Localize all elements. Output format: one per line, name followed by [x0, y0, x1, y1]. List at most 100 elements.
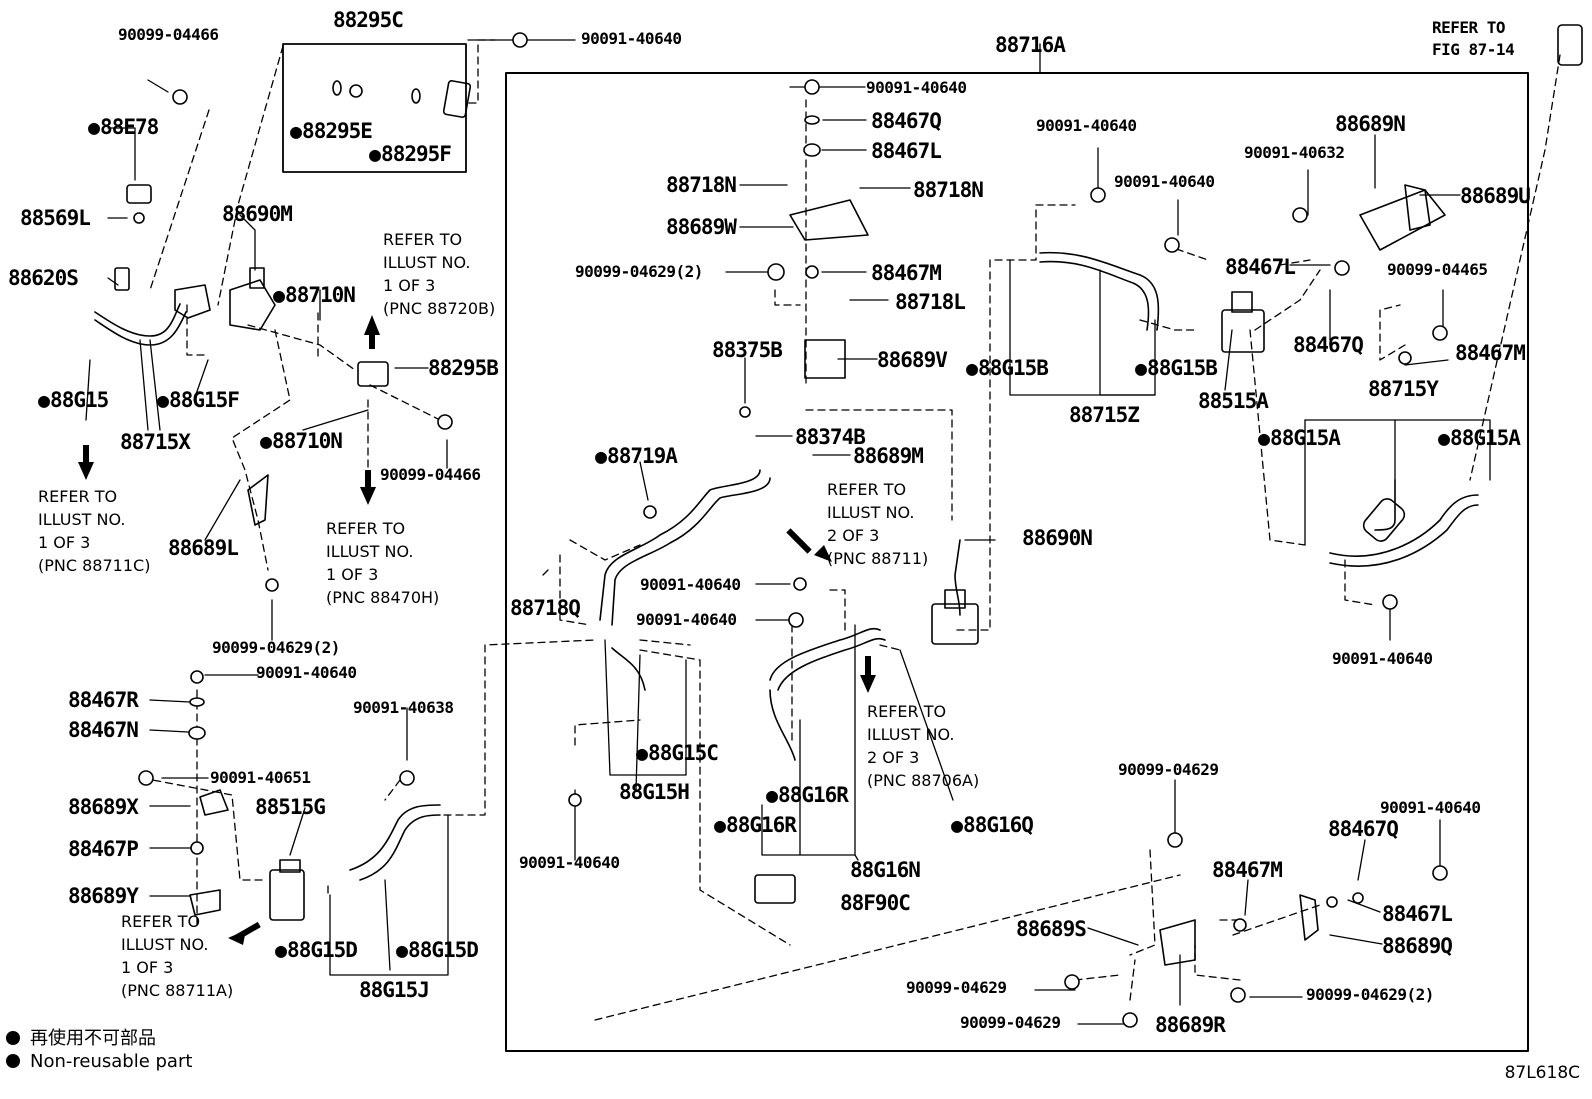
part-label[interactable]: 88374B: [795, 425, 866, 449]
part-label[interactable]: 90091-40640: [1380, 798, 1481, 817]
part-label[interactable]: 88689S: [1016, 917, 1087, 941]
part-label[interactable]: 88689X: [68, 795, 139, 819]
part-label[interactable]: 88G15H: [619, 780, 690, 804]
part-label[interactable]: 88569L: [20, 206, 91, 230]
part-label[interactable]: 88467M: [1212, 858, 1283, 882]
part-label[interactable]: 88689R: [1155, 1013, 1226, 1037]
part-label[interactable]: 88690M: [222, 202, 293, 226]
part-label[interactable]: 90091-40640: [1332, 649, 1433, 668]
part-label[interactable]: 88467Q: [1293, 333, 1364, 357]
part-label[interactable]: 88G16Q: [951, 815, 1034, 836]
part-label[interactable]: 88G15J: [359, 978, 430, 1002]
refer-note-88711a[interactable]: REFER TO ILLUST NO. 1 OF 3 (PNC 88711A): [121, 910, 233, 1002]
part-label[interactable]: 88718L: [895, 290, 966, 314]
part-label[interactable]: 88710N: [273, 285, 356, 306]
refer-note-line: 1 OF 3: [326, 565, 379, 584]
part-label[interactable]: 88710N: [260, 431, 343, 452]
part-label[interactable]: 90099-04629(2): [212, 638, 340, 657]
part-label[interactable]: 90091-40640: [636, 610, 737, 629]
part-label[interactable]: 88689N: [1335, 112, 1406, 136]
part-label[interactable]: 88689Q: [1382, 934, 1453, 958]
refer-note-88711[interactable]: REFER TO ILLUST NO. 2 OF 3 (PNC 88711): [827, 478, 928, 570]
part-label[interactable]: 88E78: [88, 117, 159, 138]
part-label[interactable]: 88G16R: [766, 785, 849, 806]
part-label[interactable]: 88467Q: [871, 109, 942, 133]
part-label[interactable]: 88G15: [38, 390, 109, 411]
part-label[interactable]: 88620S: [8, 266, 79, 290]
part-label[interactable]: 88690N: [1022, 526, 1093, 550]
part-label[interactable]: 90099-04629: [960, 1013, 1061, 1032]
part-label[interactable]: 88515A: [1198, 389, 1269, 413]
part-label[interactable]: 90091-40638: [353, 698, 454, 717]
part-label[interactable]: 88295E: [290, 121, 373, 142]
part-label[interactable]: 88467N: [68, 718, 139, 742]
part-label[interactable]: 88689U: [1460, 184, 1531, 208]
part-label[interactable]: 90091-40640: [256, 663, 357, 682]
part-label[interactable]: 88715X: [120, 430, 191, 454]
part-label[interactable]: 88689Y: [68, 884, 139, 908]
refer-note-line: REFER TO: [121, 912, 201, 931]
part-label[interactable]: 88G15A: [1438, 428, 1521, 449]
part-label[interactable]: 90099-04466: [118, 25, 219, 44]
part-label[interactable]: 90091-40640: [581, 29, 682, 48]
part-label[interactable]: 90091-40640: [1036, 116, 1137, 135]
part-label[interactable]: 88G15D: [396, 940, 479, 961]
part-label[interactable]: 88375B: [712, 338, 783, 362]
part-label[interactable]: 88G15B: [966, 358, 1049, 379]
part-label[interactable]: 88689M: [853, 444, 924, 468]
part-label[interactable]: 88689V: [877, 348, 948, 372]
part-label[interactable]: 90091-40651: [210, 768, 311, 787]
refer-note-line: ILLUST NO.: [326, 542, 414, 561]
part-label[interactable]: 88G16R: [714, 815, 797, 836]
part-label[interactable]: 88467Q: [1328, 817, 1399, 841]
part-label[interactable]: 88718Q: [510, 596, 581, 620]
refer-note-line: (PNC 88470H): [326, 588, 440, 607]
part-label[interactable]: 90099-04466: [380, 465, 481, 484]
part-label[interactable]: 88G16N: [850, 858, 921, 882]
part-label[interactable]: 90099-04629(2): [575, 262, 703, 281]
part-label[interactable]: 90091-40640: [640, 575, 741, 594]
part-label[interactable]: 88467P: [68, 837, 139, 861]
part-label[interactable]: 88467L: [1225, 255, 1296, 279]
legend-jp-text: 再使用不可部品: [30, 1028, 156, 1049]
legend-en: Non-reusable part: [6, 1051, 192, 1072]
part-label[interactable]: 88467R: [68, 688, 139, 712]
part-label[interactable]: 88719A: [595, 446, 678, 467]
refer-fig-line1: REFER TO: [1432, 18, 1506, 37]
part-label[interactable]: 90099-04629: [1118, 760, 1219, 779]
part-label[interactable]: 88715Y: [1368, 377, 1439, 401]
part-label[interactable]: 90099-04629: [906, 978, 1007, 997]
part-label[interactable]: 88689L: [168, 536, 239, 560]
refer-fig-line2[interactable]: FIG 87-14: [1432, 40, 1515, 59]
part-label[interactable]: 88718N: [913, 178, 984, 202]
part-label[interactable]: 88295B: [428, 356, 499, 380]
part-label[interactable]: 88G15A: [1258, 428, 1341, 449]
refer-note-line: 1 OF 3: [38, 533, 91, 552]
part-label[interactable]: 88295F: [369, 144, 452, 165]
part-label[interactable]: 88515G: [255, 795, 326, 819]
part-label[interactable]: 88467L: [1382, 902, 1453, 926]
part-label[interactable]: 90099-04629(2): [1306, 985, 1434, 1004]
refer-note-88470h[interactable]: REFER TO ILLUST NO. 1 OF 3 (PNC 88470H): [326, 517, 439, 609]
part-label[interactable]: 88G15F: [157, 390, 240, 411]
part-label[interactable]: 88467M: [1455, 341, 1526, 365]
part-label[interactable]: 88295C: [333, 8, 404, 32]
refer-note-88706a[interactable]: REFER TO ILLUST NO. 2 OF 3 (PNC 88706A): [867, 700, 979, 792]
part-label[interactable]: 88715Z: [1069, 403, 1140, 427]
part-label[interactable]: 90091-40640: [866, 78, 967, 97]
part-label[interactable]: 88G15C: [636, 743, 719, 764]
refer-note-88711c[interactable]: REFER TO ILLUST NO. 1 OF 3 (PNC 88711C): [38, 485, 150, 577]
part-label[interactable]: 88689W: [666, 215, 737, 239]
part-label[interactable]: 88718N: [666, 173, 737, 197]
part-label[interactable]: 88467L: [871, 139, 942, 163]
refer-note-88720b[interactable]: REFER TO ILLUST NO. 1 OF 3 (PNC 88720B): [383, 228, 495, 320]
part-label[interactable]: 90099-04465: [1387, 260, 1488, 279]
part-label[interactable]: 88G15B: [1135, 358, 1218, 379]
part-label[interactable]: 88F90C: [840, 891, 911, 915]
part-label[interactable]: 90091-40640: [1114, 172, 1215, 191]
part-label[interactable]: 88G15D: [275, 940, 358, 961]
part-label[interactable]: 88467M: [871, 261, 942, 285]
part-label[interactable]: 88716A: [995, 33, 1066, 57]
part-label[interactable]: 90091-40640: [519, 853, 620, 872]
part-label[interactable]: 90091-40632: [1244, 143, 1345, 162]
